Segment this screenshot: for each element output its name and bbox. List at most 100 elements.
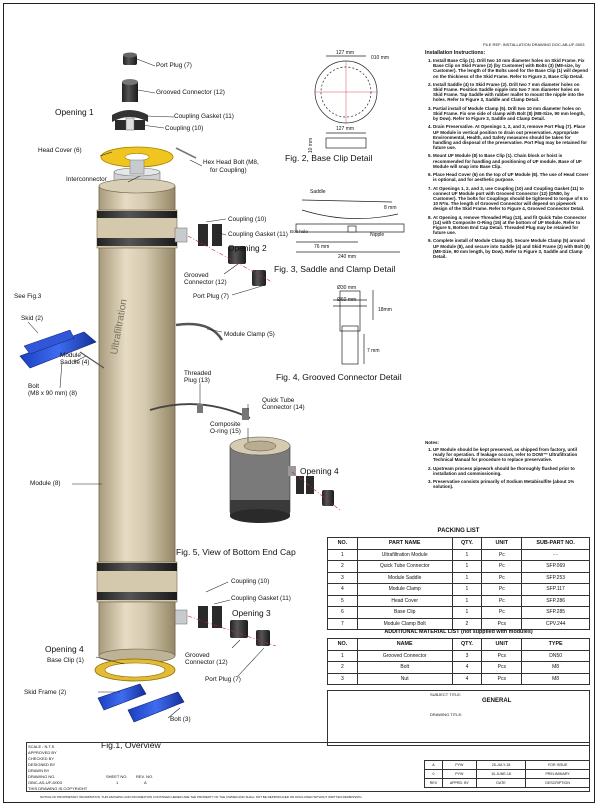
dim-saddle: Saddle	[310, 189, 326, 195]
dim-7: 7 mm	[367, 348, 380, 354]
label-head-cover: Head Cover (6)	[38, 147, 82, 154]
label-interconnector: Interconnector	[66, 176, 107, 183]
fig5-title: Fig. 5, View of Bottom End Cap	[176, 547, 296, 557]
packing-header-cell: PART NAME	[356, 537, 453, 550]
label-opening-3: Opening 3	[232, 608, 271, 618]
additional-header-cell: UNIT	[481, 638, 523, 651]
checked-label: CHECKED BY	[28, 756, 55, 761]
drawing-number: GBIC-AS-UF-D003	[28, 780, 63, 785]
label-bolt-3: Bolt (3)	[170, 716, 191, 723]
port-plug-top	[123, 52, 137, 65]
fig4-drawing	[333, 290, 374, 365]
grooved-connector-mid	[228, 246, 246, 264]
module-body	[96, 178, 188, 664]
dim-bolthole: Bolt hole	[290, 229, 308, 234]
table-cell: Pc	[481, 583, 523, 596]
hex-bolt-shape	[175, 147, 197, 159]
header-reference: FILE REF: INSTALLATION DRAWING DOC-AB-UF…	[483, 42, 585, 47]
drawing-no-label: DRAWING NO.	[28, 774, 56, 779]
table-cell: 2	[327, 560, 358, 573]
instruction-step: Partial install of Module Clamp (5). Dri…	[433, 106, 590, 121]
table-cell: Module Clamp	[356, 583, 453, 596]
table-cell: 7	[327, 617, 358, 630]
table-cell: 3	[327, 672, 358, 685]
dim-010: 010 mm	[371, 55, 390, 61]
table-cell: SFP.285	[521, 606, 590, 619]
coupling-bot	[198, 606, 222, 628]
table-cell: Pcs	[481, 661, 523, 674]
title-block-lower: SCALE : N.T.S APPROVED BY CHECKED BY DES…	[26, 742, 590, 792]
grooved-connector-bot	[230, 620, 248, 638]
copyright-label: THIS DRAWING IS COPYRIGHT	[28, 786, 88, 791]
fig2-title: Fig. 2, Base Clip Detail	[285, 153, 373, 163]
additional-header-cell: TYPE	[521, 638, 590, 651]
table-cell: SFP.117	[521, 583, 590, 596]
table-cell: M8	[521, 661, 590, 674]
dim-10: 10 mm	[308, 137, 315, 154]
table-cell: Pcs	[481, 672, 523, 685]
dim-240: 240 mm	[338, 254, 357, 260]
dim-8: 8 mm	[384, 205, 397, 211]
note-item: UF Module should be kept preserved, as s…	[433, 447, 590, 462]
revision-cell: PRELIMINARY	[525, 769, 590, 779]
table-cell: Pc	[481, 571, 523, 584]
skid-frame	[97, 683, 185, 723]
table-cell: Pc	[481, 560, 523, 573]
packing-list-title: PACKING LIST	[437, 528, 480, 534]
instruction-step: Mount UF Module (8) to Base Clip (1). Ch…	[433, 153, 590, 168]
label-module: Module (8)	[30, 480, 61, 487]
label-see-fig3: See Fig.3	[14, 293, 42, 300]
revision-cell: REV	[424, 778, 443, 788]
fig4-title: Fig. 4, Grooved Connector Detail	[276, 372, 402, 382]
table-cell: Module Clamp Bolt	[356, 617, 453, 630]
label-coupling-gasket-top: Coupling Gasket (11)	[174, 113, 234, 120]
dim-030a: Ø30 mm	[337, 285, 357, 291]
revision-cell: 25-JULY-18	[475, 760, 527, 770]
approved-label: APPROVED BY	[28, 750, 57, 755]
module-clamp-shape	[175, 322, 224, 341]
table-cell: 1	[451, 583, 483, 596]
table-cell: Head Cover	[356, 594, 453, 607]
revision-cell: DESCRIPTION	[525, 778, 590, 788]
quick-tube-shape	[242, 408, 249, 420]
notes-section: Notes: UF Module should be kept preserve…	[425, 440, 590, 492]
label-bolt-2: (M8 x 90 mm) (8)	[28, 390, 77, 397]
table-cell: Bolt	[356, 661, 453, 674]
label-module-saddle: Module	[60, 352, 81, 359]
dim-76: 76 mm	[314, 244, 330, 250]
dim-18: 18mm	[378, 307, 392, 313]
revision-cell: PYW	[441, 760, 477, 770]
revision-cell: PYW	[441, 769, 477, 779]
label-coupling-gasket-bot: Coupling Gasket (11)	[231, 595, 291, 602]
label-coupling-mid: Coupling (10)	[228, 216, 267, 223]
revision-cell: FOR ISSUE	[525, 760, 590, 770]
skid-and-saddle	[19, 329, 97, 369]
sheet-number: 1	[116, 780, 119, 785]
label-opening-1: Opening 1	[55, 107, 94, 117]
label-coupling-gasket-mid: Coupling Gasket (11)	[228, 231, 288, 238]
label-grooved-connector-top: Grooved Connector (12)	[156, 89, 225, 96]
label-bolt: Bolt	[28, 383, 40, 390]
dim-127a: 127 mm	[336, 50, 355, 56]
fig2-drawing	[314, 55, 378, 149]
subject-title-label: SUBJECT TITLE:	[430, 692, 462, 697]
general-title: GENERAL	[482, 698, 512, 704]
instruction-step: Drain Preservative. At Openings 1, 2, an…	[433, 124, 590, 150]
table-cell: DN50	[521, 649, 590, 662]
table-cell: 5	[327, 594, 358, 607]
coupling-gasket-top	[112, 110, 148, 122]
drawing-title-label: DRAWING TITLE:	[430, 712, 463, 717]
bottom-end-cap	[229, 436, 296, 523]
